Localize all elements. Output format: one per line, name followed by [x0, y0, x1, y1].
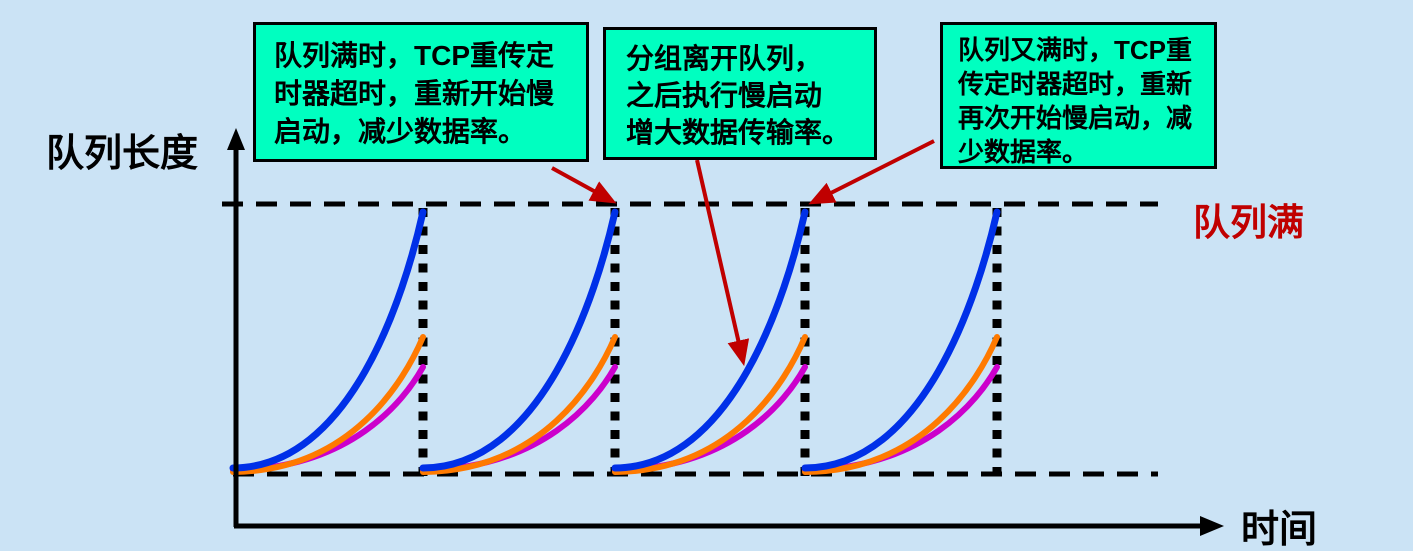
callout-queue-full-first: 队列满时，TCP重传定 时器超时，重新开始慢 启动，减少数据率。 — [253, 22, 589, 162]
y-axis-label: 队列长度 — [46, 133, 199, 175]
queue-full-label: 队列满 — [1193, 202, 1304, 243]
callout-line: 时器超时，重新开始慢 — [274, 78, 555, 109]
annotation-arrow — [551, 166, 617, 204]
callout-line: 传定时器超时，重新 — [958, 69, 1193, 99]
callout-line: 再次开始慢启动，减 — [958, 103, 1193, 133]
callout-line: 少数据率。 — [958, 137, 1089, 167]
callout-line: 队列满时，TCP重传定 — [274, 40, 555, 71]
callout-line: 启动，减少数据率。 — [274, 116, 527, 147]
callout-line: 队列又满时，TCP重 — [958, 35, 1193, 65]
queue-growth-curve-flow-orange — [230, 334, 1000, 475]
y-axis-arrowhead — [227, 128, 245, 150]
callout-line: 分组离开队列， — [626, 43, 823, 74]
callout-queue-full-again: 队列又满时，TCP重 传定时器超时，重新 再次开始慢启动，减 少数据率。 — [940, 22, 1217, 169]
queue-growth-curve-flow-blue — [229, 208, 1001, 472]
x-axis-arrowhead — [1200, 516, 1224, 536]
annotation-arrow — [808, 139, 935, 205]
queue-growth-curve-flow-magenta — [230, 364, 1000, 473]
x-axis-label: 时间 — [1241, 509, 1318, 551]
callout-line: 之后执行慢启动 — [626, 80, 823, 111]
callout-packets-leave-queue: 分组离开队列， 之后执行慢启动 增大数据传输率。 — [603, 27, 877, 160]
callout-line: 增大数据传输率。 — [626, 117, 851, 148]
annotation-arrow — [695, 159, 750, 367]
